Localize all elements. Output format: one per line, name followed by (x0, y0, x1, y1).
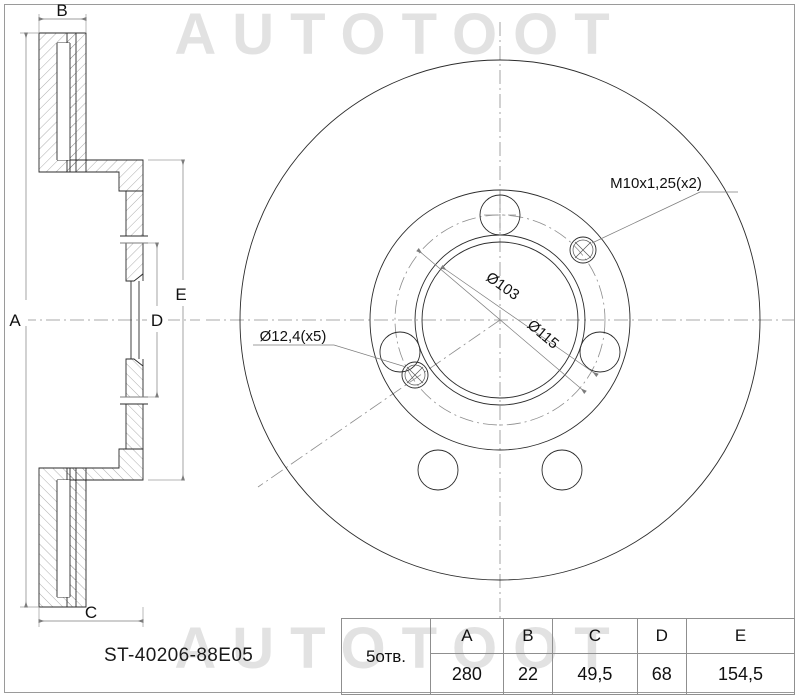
specification-table: 5отв. A B C D E 280 22 49,5 68 154,5 (341, 618, 796, 695)
section-hat-lower (69, 448, 144, 481)
part-number-label: ST-40206-88E05 (104, 645, 254, 666)
section-hat-upper (69, 159, 144, 192)
dim-label-c: C (85, 603, 97, 622)
dim-line-pilot-bore (440, 264, 599, 378)
threaded-hole-lower (401, 361, 429, 389)
section-hub-wall-upper (125, 190, 144, 237)
table-header-d: D (636, 618, 687, 654)
bolt-hole (417, 449, 459, 491)
leader-threaded-holes (591, 191, 701, 244)
dim-label-pilot-bore: Ø103 (483, 269, 523, 304)
table-value-e: 154,5 (685, 653, 796, 695)
vent-gap-lower (57, 480, 70, 597)
dim-label-e-bg (172, 280, 194, 306)
table-note-cell: 5отв. (341, 618, 431, 695)
table-value-b: 22 (502, 653, 554, 695)
leader-bolt-holes (333, 344, 407, 368)
callout-bolt-holes: Ø12,4(x5) (260, 328, 327, 345)
dim-label-d: D (151, 311, 163, 330)
table-value-a: 280 (430, 653, 504, 695)
table-value-c: 49,5 (552, 653, 638, 695)
bolt-hole (541, 449, 583, 491)
watermark-top: AUTOTOOT (174, 2, 626, 67)
table-header-e: E (685, 618, 796, 654)
dim-label-hub-register: Ø115 (524, 317, 562, 353)
section-hub-flange-upper (125, 242, 144, 282)
vent-gap-upper (57, 43, 70, 160)
dim-label-b: B (56, 1, 67, 20)
table-header-row: 5отв. A B C D E (341, 618, 796, 695)
front-view: Ø103 Ø115 M10x1,25(x2) Ø12,4(x5) (206, 22, 794, 618)
dim-line-hub-register (416, 248, 587, 394)
callout-threaded-holes: M10x1,25(x2) (610, 175, 702, 192)
disc-outer-circle (239, 59, 761, 581)
table-header-b: B (502, 618, 554, 654)
table-value-d: 68 (636, 653, 687, 695)
section-hub-wall-lower (125, 403, 144, 450)
threaded-hole-upper (569, 236, 597, 264)
bolt-circle (394, 214, 606, 426)
dim-label-d-bg (147, 306, 168, 332)
dim-label-a-bg (6, 300, 28, 326)
table-header-a: A (430, 618, 504, 654)
hub-flange-circle (369, 189, 631, 451)
section-hub-flange-lower (125, 358, 144, 398)
bolt-hole (479, 194, 521, 236)
section-view: B C A E D (6, 1, 200, 627)
table-header-c: C (552, 618, 638, 654)
table-value-row: 280 22 49,5 68 154,5 (342, 653, 796, 695)
dim-label-e: E (175, 285, 186, 304)
dim-label-a: A (9, 311, 21, 330)
